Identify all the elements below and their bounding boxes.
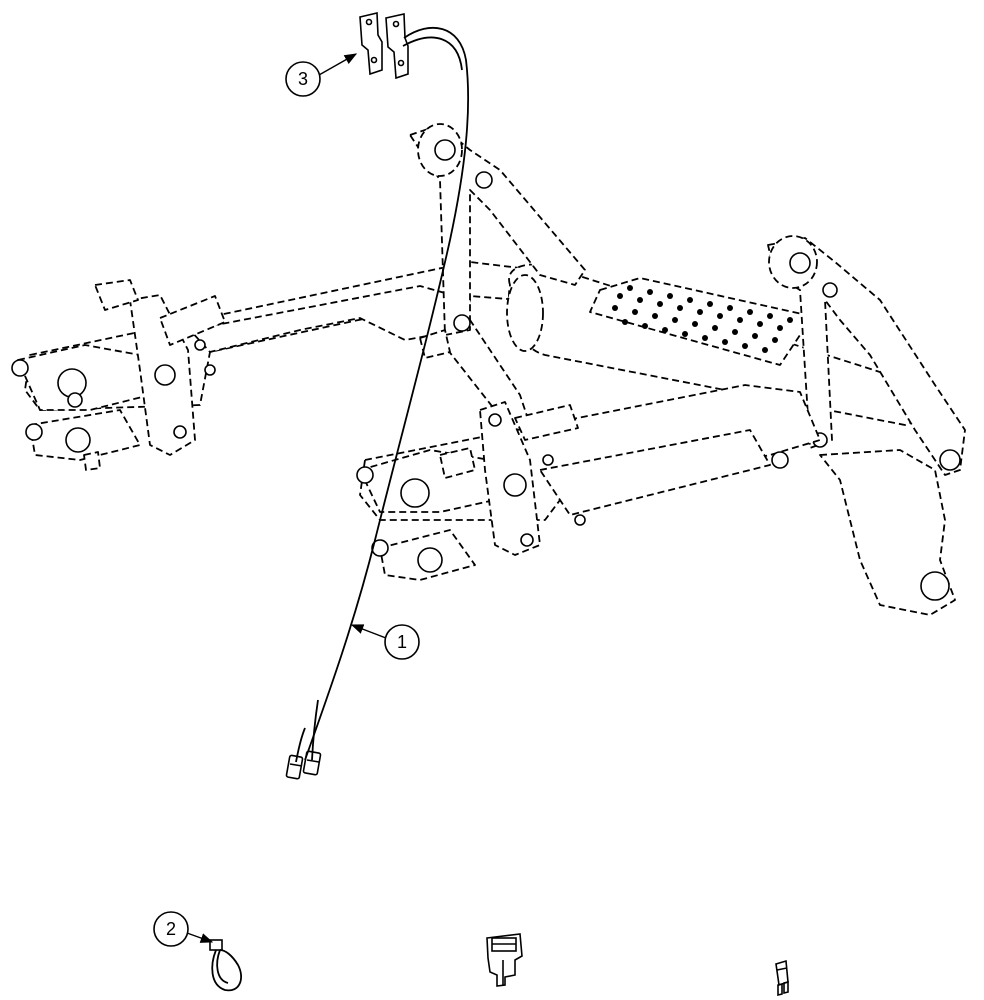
callout-1: 1 bbox=[350, 624, 420, 660]
callout-3: 3 bbox=[285, 53, 358, 97]
blade-fuse bbox=[775, 959, 789, 997]
wiring-harness bbox=[285, 26, 470, 780]
callout-2: 2 bbox=[153, 911, 214, 947]
harness-connector-a bbox=[285, 754, 304, 780]
harness-connector-b bbox=[302, 750, 322, 776]
callout-1-label: 1 bbox=[397, 632, 407, 652]
mounting-bracket bbox=[359, 12, 409, 80]
loader-frame bbox=[11, 123, 966, 616]
callout-2-label: 2 bbox=[166, 919, 176, 939]
callout-3-label: 3 bbox=[298, 69, 308, 89]
step-plate-holes bbox=[612, 285, 793, 353]
rocker-switch bbox=[486, 933, 523, 987]
cable-tie bbox=[209, 939, 242, 992]
